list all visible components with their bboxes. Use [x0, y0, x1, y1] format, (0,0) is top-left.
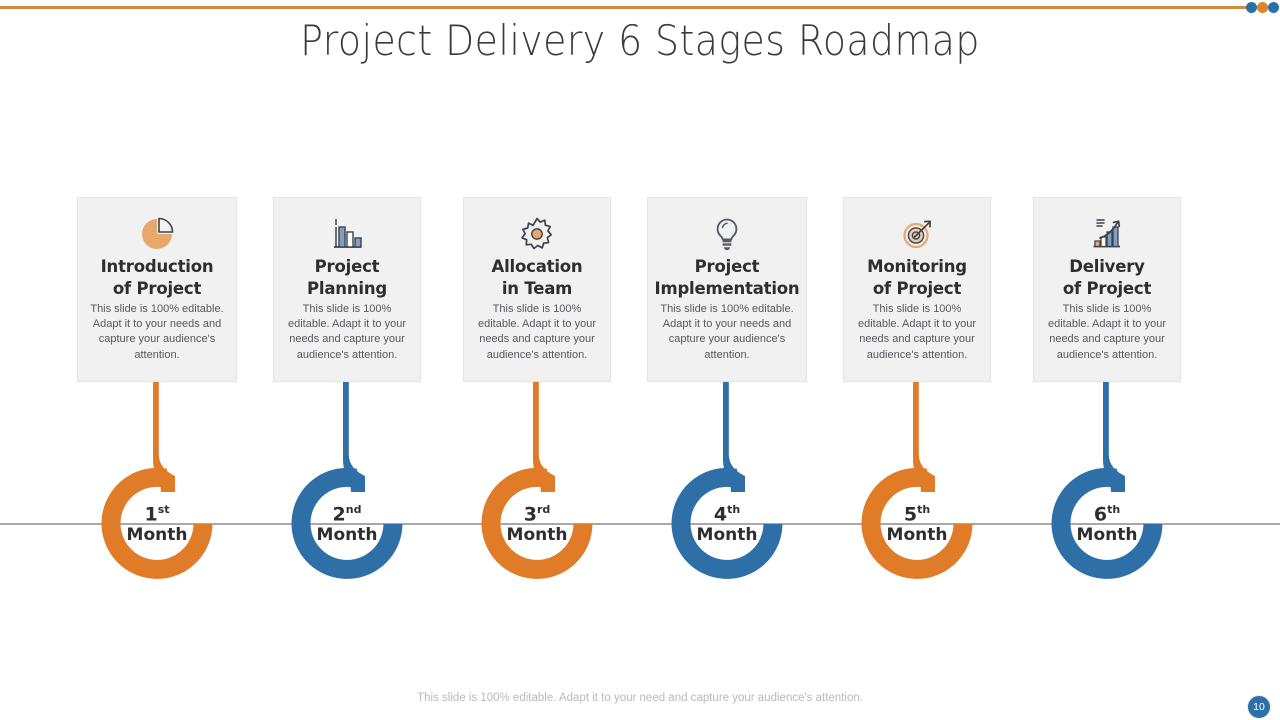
- stage-month-ring[interactable]: 6th Month: [1051, 468, 1163, 580]
- stage-month-ring[interactable]: 4th Month: [671, 468, 783, 580]
- stage-month-ring[interactable]: 3rd Month: [481, 468, 593, 580]
- pie-chart-icon: [78, 212, 236, 256]
- gear-icon: [464, 212, 610, 256]
- stage-title-line: of Project: [872, 278, 962, 298]
- stage-connector: [497, 382, 577, 492]
- stage-card[interactable]: Allocation in Team This slide is 100% edi…: [463, 197, 611, 382]
- stage-description: This slide is 100% editable. Adapt it to…: [90, 303, 224, 361]
- footer-note: This slide is 100% editable. Adapt it to…: [417, 692, 863, 704]
- stage-connector: [1067, 382, 1147, 492]
- stage-title-line: Introduction: [100, 257, 214, 276]
- stage-description: This slide is 100% editable. Adapt it to…: [857, 303, 977, 361]
- stage-title-line: Monitoring: [867, 257, 967, 276]
- stage-title-line: Implementation: [654, 278, 800, 298]
- stage-column[interactable]: Allocation in Team This slide is 100% edi…: [442, 0, 632, 720]
- stage-description: This slide is 100% editable. Adapt it to…: [1047, 303, 1167, 361]
- stage-title: Allocation in Team: [452, 256, 622, 300]
- stage-card[interactable]: Introduction of Project This slide is 100…: [77, 197, 237, 382]
- stage-description: This slide is 100% editable. Adapt it to…: [477, 303, 597, 361]
- growth-chart-icon: [1034, 212, 1180, 256]
- dot-blue-1-icon: [1246, 2, 1257, 13]
- stage-connector: [117, 382, 197, 492]
- top-decorative-rule: [0, 6, 1251, 9]
- stage-description: This slide is 100% editable. Adapt it to…: [660, 303, 794, 361]
- stage-card[interactable]: Monitoring of Project This slide is 100% …: [843, 197, 991, 382]
- stage-title: Delivery of Project: [1022, 256, 1192, 300]
- stage-title-line: Allocation: [491, 257, 583, 276]
- stage-connector: [877, 382, 957, 492]
- lightbulb-icon: [648, 212, 806, 256]
- stage-column[interactable]: Monitoring of Project This slide is 100% …: [822, 0, 1012, 720]
- page-number-badge: 10: [1247, 695, 1271, 719]
- stage-connector: [687, 382, 767, 492]
- stage-title: Monitoring of Project: [832, 256, 1002, 300]
- top-decorative-dots: [1246, 2, 1280, 16]
- page-title: Project Delivery 6 Stages Roadmap: [300, 16, 980, 65]
- stage-title: Introduction of Project: [66, 256, 248, 300]
- dot-orange-icon: [1257, 2, 1268, 13]
- stage-connector: [307, 382, 387, 492]
- stage-card[interactable]: Delivery of Project This slide is 100% ed…: [1033, 197, 1181, 382]
- stage-title-line: Planning: [307, 278, 387, 298]
- stage-title-line: Delivery: [1069, 257, 1145, 276]
- stage-title-line: of Project: [112, 278, 202, 298]
- stage-title-line: of Project: [1062, 278, 1152, 298]
- stage-title-line: in Team: [501, 278, 573, 298]
- dot-blue-2-icon: [1268, 2, 1279, 13]
- stage-title-line: Project: [314, 257, 380, 276]
- stage-title-line: Project: [694, 257, 760, 276]
- stage-month-ring[interactable]: 5th Month: [861, 468, 973, 580]
- stage-column[interactable]: Delivery of Project This slide is 100% ed…: [1012, 0, 1202, 720]
- stage-description: This slide is 100% editable. Adapt it to…: [287, 303, 407, 361]
- timeline-baseline: [0, 523, 1280, 525]
- stage-month-ring[interactable]: 1st Month: [101, 468, 213, 580]
- bar-chart-icon: [274, 212, 420, 256]
- stage-column[interactable]: Introduction of Project This slide is 100…: [62, 0, 252, 720]
- stage-month-ring[interactable]: 2nd Month: [291, 468, 403, 580]
- target-arrow-icon: [844, 212, 990, 256]
